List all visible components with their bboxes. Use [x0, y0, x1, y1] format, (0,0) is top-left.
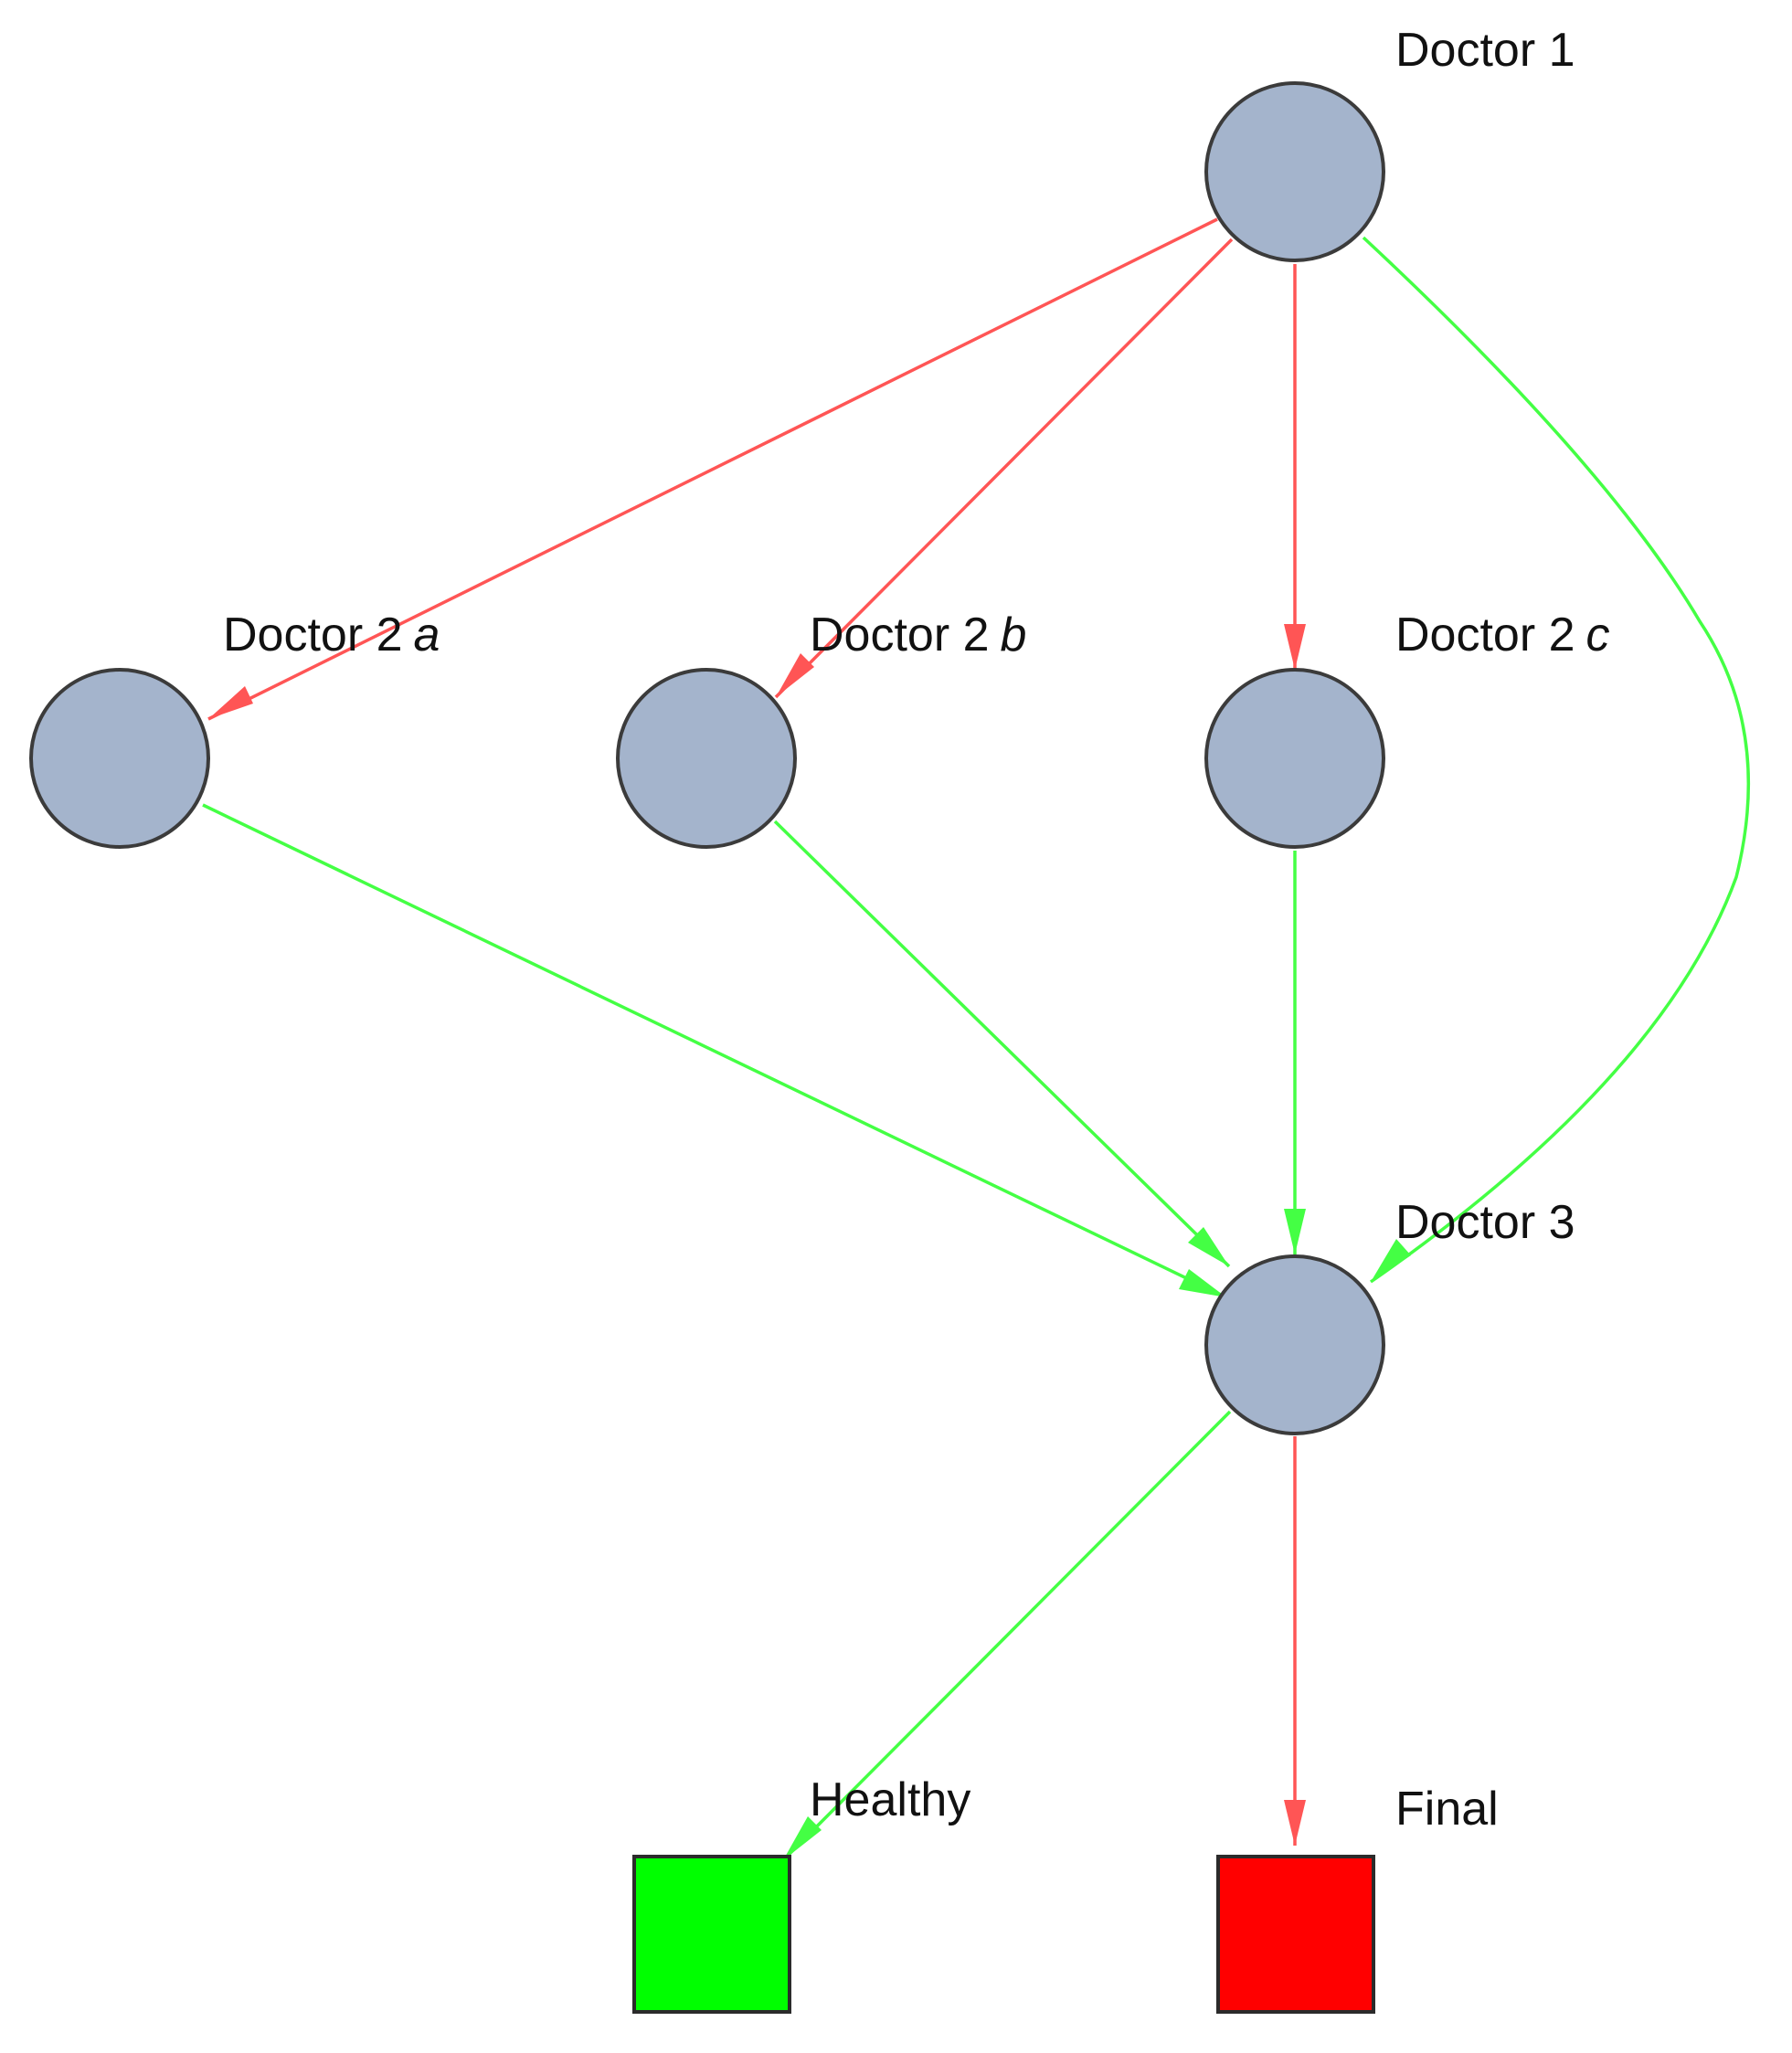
arrowhead-doctor2a-to-doctor3 [1179, 1269, 1226, 1297]
label-final-text: Final [1395, 1783, 1499, 1836]
label-doctor2c-suffix: c [1586, 608, 1610, 661]
node-doctor3[interactable] [1204, 1254, 1385, 1435]
node-doctor2c[interactable] [1204, 668, 1385, 849]
node-doctor2a[interactable] [29, 668, 210, 849]
edges [202, 217, 1751, 1862]
edge-doctor1-to-doctor3[interactable] [1362, 236, 1751, 1284]
arrowhead-doctor1-to-doctor2c [1284, 624, 1306, 670]
edge-doctor1-to-doctor2a[interactable] [207, 217, 1218, 721]
arrowhead-doctor1-to-doctor3 [1371, 1239, 1411, 1282]
arrowhead-doctor2c-to-doctor3 [1284, 1209, 1306, 1254]
node-healthy[interactable] [632, 1855, 791, 2014]
label-doctor1: Doctor 1 [1395, 24, 1575, 77]
node-final[interactable] [1216, 1855, 1375, 2014]
edge-doctor2b-to-doctor3[interactable] [773, 820, 1231, 1268]
edge-doctor3-to-healthy[interactable] [781, 1410, 1232, 1862]
label-doctor2a-suffix: a [414, 608, 440, 661]
label-doctor2b-suffix: b [1001, 608, 1027, 661]
label-healthy: Healthy [810, 1773, 970, 1826]
arrowhead-doctor1-to-doctor2b [776, 653, 814, 697]
arrowhead-doctor3-to-healthy [783, 1816, 822, 1860]
node-doctor1[interactable] [1204, 81, 1385, 262]
nodes [29, 81, 1385, 2014]
label-doctor2a-text: Doctor 2 [223, 608, 403, 661]
label-doctor2c-text: Doctor 2 [1395, 608, 1575, 661]
label-final: Final [1395, 1783, 1499, 1836]
arrowhead-doctor3-to-final [1284, 1800, 1306, 1846]
edge-doctor1-to-doctor2b[interactable] [774, 238, 1234, 699]
label-doctor3-text: Doctor 3 [1395, 1196, 1575, 1249]
label-doctor2b-text: Doctor 2 [810, 608, 990, 661]
label-doctor3: Doctor 3 [1395, 1196, 1575, 1249]
label-doctor1-text: Doctor 1 [1395, 24, 1575, 77]
edge-doctor2a-to-doctor3[interactable] [202, 803, 1227, 1299]
label-healthy-text: Healthy [810, 1773, 970, 1826]
node-doctor2b[interactable] [616, 668, 797, 849]
arrowhead-doctor1-to-doctor2a [208, 686, 253, 719]
arrowhead-doctor2b-to-doctor3 [1188, 1227, 1229, 1266]
